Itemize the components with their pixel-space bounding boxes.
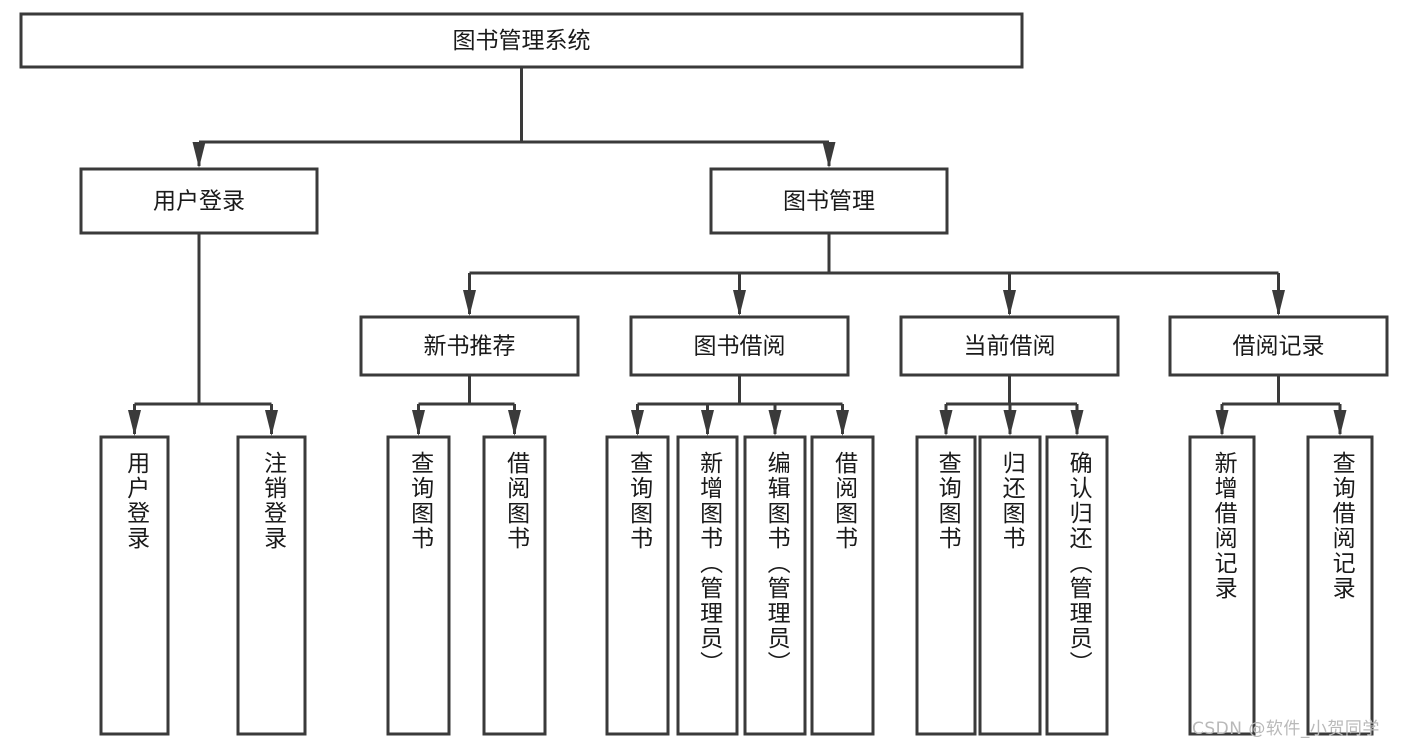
connectors-layer (128, 67, 1347, 436)
arrow-user_login-0 (128, 410, 141, 436)
node-label-level3-2: 当前借阅 (964, 334, 1056, 360)
arrow-current_borrow-1 (1003, 410, 1017, 436)
node-box-book_borrow-1 (676, 435, 739, 736)
node-box-level3-1 (629, 315, 850, 377)
node-box-new_book_recommend-0 (386, 435, 451, 736)
arrow-level2-0 (192, 142, 206, 168)
node-box-current_borrow-1 (978, 435, 1042, 736)
node-box-current_borrow-0 (915, 435, 977, 736)
node-box-borrow_records-0 (1188, 435, 1256, 736)
arrow-level2-1 (822, 142, 836, 168)
arrow-level3-2 (1003, 290, 1016, 316)
node-box-borrow_records-1 (1306, 435, 1374, 736)
node-box-current_borrow-2 (1045, 435, 1109, 736)
arrow-book_borrow-1 (701, 410, 714, 436)
arrow-current_borrow-2 (1070, 410, 1084, 436)
arrow-new_book_recommend-1 (508, 410, 521, 436)
node-box-level2-1 (709, 167, 949, 235)
node-label-level2-1: 图书管理 (783, 189, 875, 215)
node-label-level3-0: 新书推荐 (424, 334, 516, 360)
node-label-root: 图书管理系统 (453, 28, 591, 54)
node-box-level3-2 (899, 315, 1120, 377)
arrow-level3-3 (1272, 290, 1285, 316)
node-label-level3-1: 图书借阅 (694, 334, 786, 360)
node-label-level2-0: 用户登录 (153, 189, 245, 215)
node-box-book_borrow-3 (810, 435, 875, 736)
arrow-level3-0 (463, 290, 476, 316)
node-box-level3-0 (359, 315, 580, 377)
watermark: CSDN @软件_小贺同学 (1192, 719, 1380, 739)
boxes-layer (19, 12, 1389, 736)
node-box-level3-3 (1168, 315, 1389, 377)
node-box-book_borrow-0 (605, 435, 670, 736)
node-box-root (19, 12, 1024, 69)
node-box-new_book_recommend-1 (482, 435, 547, 736)
node-box-book_borrow-2 (743, 435, 807, 736)
arrow-user_login-1 (265, 410, 278, 436)
arrow-borrow_records-0 (1215, 410, 1229, 436)
arrow-book_borrow-3 (836, 410, 849, 436)
node-box-user_login-1 (236, 435, 307, 736)
node-box-user_login-0 (99, 435, 170, 736)
arrow-current_borrow-0 (939, 410, 953, 436)
node-label-level3-3: 借阅记录 (1233, 334, 1325, 360)
arrow-book_borrow-0 (631, 410, 644, 436)
arrow-level3-1 (733, 290, 746, 316)
arrow-borrow_records-1 (1333, 410, 1347, 436)
arrow-book_borrow-2 (768, 410, 782, 436)
node-box-level2-0 (79, 167, 319, 235)
arrow-new_book_recommend-0 (412, 410, 425, 436)
